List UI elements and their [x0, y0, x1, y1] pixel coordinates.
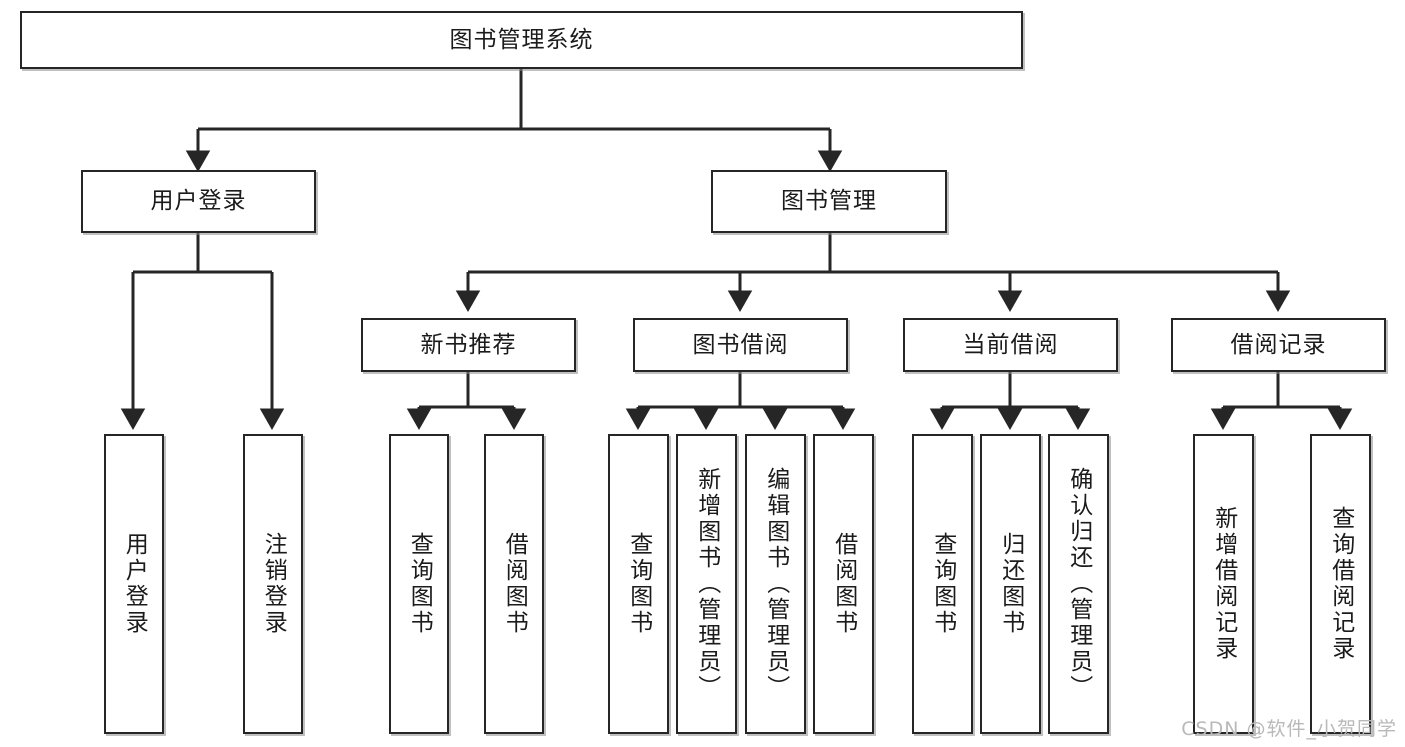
node-label: 用户登录 — [150, 188, 247, 215]
node-label: 图书管理系统 — [449, 26, 594, 53]
node-leaf-user-login-2[interactable]: 注销登录 — [243, 434, 303, 734]
node-label: 新增图书（管理员） — [693, 467, 720, 701]
node-leaf-current-1[interactable]: 查询图书 — [912, 434, 973, 734]
node-label: 查询图书 — [929, 532, 956, 636]
node-book-management[interactable]: 图书管理 — [711, 170, 947, 233]
node-label: 新增借阅记录 — [1210, 506, 1237, 662]
node-label: 用户登录 — [121, 532, 148, 636]
node-label: 图书借阅 — [692, 331, 789, 358]
node-leaf-current-2[interactable]: 归还图书 — [980, 434, 1041, 734]
node-label: 查询图书 — [406, 532, 433, 636]
node-leaf-user-login-1[interactable]: 用户登录 — [104, 434, 164, 734]
node-leaf-borrow-4[interactable]: 借阅图书 — [813, 434, 874, 734]
node-label: 归还图书 — [997, 532, 1024, 636]
node-leaf-records-2[interactable]: 查询借阅记录 — [1310, 434, 1371, 734]
node-leaf-borrow-1[interactable]: 查询图书 — [608, 434, 669, 734]
node-label: 确认归还（管理员） — [1065, 467, 1092, 701]
node-new-book-recommend[interactable]: 新书推荐 — [361, 318, 576, 372]
node-user-login[interactable]: 用户登录 — [81, 170, 316, 233]
node-label: 查询图书 — [625, 532, 652, 636]
node-label: 借阅记录 — [1230, 331, 1327, 358]
node-leaf-borrow-2[interactable]: 新增图书（管理员） — [676, 434, 737, 734]
node-label: 借阅图书 — [830, 532, 857, 636]
node-leaf-borrow-3[interactable]: 编辑图书（管理员） — [745, 434, 806, 734]
node-leaf-new-book-1[interactable]: 查询图书 — [389, 434, 449, 734]
node-label: 注销登录 — [260, 532, 287, 636]
node-label: 编辑图书（管理员） — [762, 467, 789, 701]
node-leaf-current-3[interactable]: 确认归还（管理员） — [1048, 434, 1109, 734]
watermark-text: CSDN @软件_小贺同学 — [1181, 718, 1397, 740]
node-leaf-new-book-2[interactable]: 借阅图书 — [484, 434, 544, 734]
node-label: 查询借阅记录 — [1327, 506, 1354, 662]
node-borrow-records[interactable]: 借阅记录 — [1171, 318, 1386, 372]
node-leaf-records-1[interactable]: 新增借阅记录 — [1193, 434, 1254, 734]
node-label: 新书推荐 — [420, 331, 517, 358]
node-label: 当前借阅 — [962, 331, 1059, 358]
node-label: 借阅图书 — [501, 532, 528, 636]
node-book-borrow[interactable]: 图书借阅 — [633, 318, 848, 372]
node-root-book-management-system[interactable]: 图书管理系统 — [20, 11, 1023, 69]
node-label: 图书管理 — [781, 188, 877, 215]
node-current-borrow[interactable]: 当前借阅 — [903, 318, 1118, 372]
